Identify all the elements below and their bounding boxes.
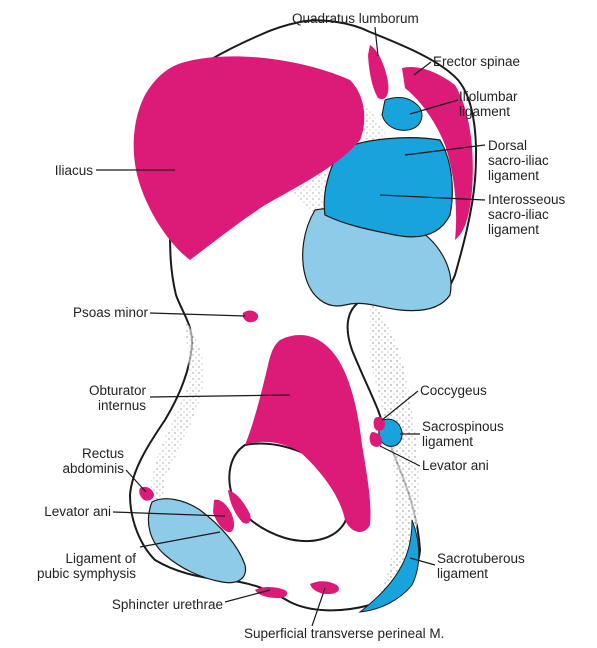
label-obturator-internus: Obturator internus [40,383,146,413]
label-iliolumbar-ligament: Iliolumbar ligament [459,89,518,119]
leader-sphincter-urethrae [225,590,270,602]
label-sphincter-urethrae: Sphincter urethrae [40,597,223,612]
label-dorsal-sacroiliac-ligament: Dorsal sacro-iliac ligament [488,138,549,183]
label-iliacus: Iliacus [20,163,93,178]
label-erector-spinae: Erector spinae [433,54,520,69]
label-quadratus-lumborum: Quadratus lumborum [292,11,419,26]
label-psoas-minor: Psoas minor [10,305,148,320]
label-levator-ani-right: Levator ani [422,458,489,473]
label-ligament-of-pubic-symphysis: Ligament of pubic symphysis [10,551,136,581]
label-interosseous-sacroiliac-ligament: Interosseous sacro-iliac ligament [488,192,565,237]
label-superficial-transverse-perineal: Superficial transverse perineal M. [244,626,444,641]
label-sacrospinous-ligament: Sacrospinous ligament [422,419,504,449]
label-sacrotuberous-ligament: Sacrotuberous ligament [437,551,525,581]
label-rectus-abdominis: Rectus abdominis [20,446,124,476]
label-coccygeus: Coccygeus [420,383,487,398]
label-levator-ani-left: Levator ani [10,504,111,519]
